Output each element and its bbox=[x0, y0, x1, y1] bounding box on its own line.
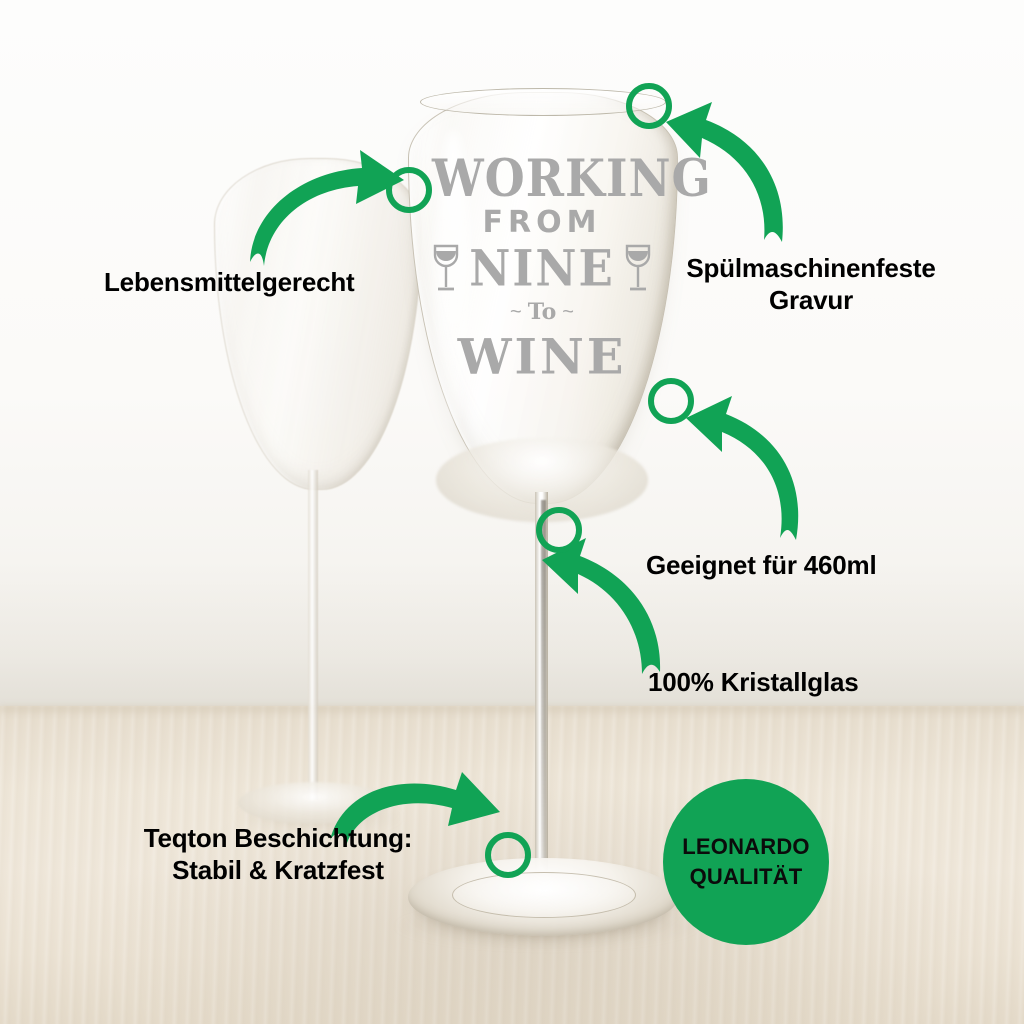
engraving-line-to: To bbox=[527, 299, 557, 325]
callout-spuelmaschinenfeste-gravur: Spülmaschinenfeste Gravur bbox=[686, 253, 936, 315]
circle-marker bbox=[386, 167, 432, 213]
curved-arrow bbox=[686, 396, 799, 540]
curved-arrow bbox=[542, 538, 661, 674]
callout-kristallglas: 100% Kristallglas bbox=[648, 667, 859, 697]
front-glass-highlight bbox=[436, 130, 470, 430]
curved-arrow bbox=[330, 772, 500, 846]
engraving-line-wine: WINE bbox=[457, 328, 627, 386]
engraving-to-row: ~ To ~ bbox=[432, 299, 652, 325]
front-glass-stem-shadow bbox=[541, 500, 546, 866]
engraving-squiggle-left: ~ bbox=[510, 301, 522, 323]
circle-marker bbox=[536, 507, 582, 553]
front-glass-foot-ring bbox=[452, 872, 636, 918]
curved-arrow bbox=[666, 102, 783, 242]
callout-geeignet-fuer-460ml: Geeignet für 460ml bbox=[646, 550, 877, 580]
curved-arrow bbox=[250, 150, 404, 266]
table-edge bbox=[0, 706, 1024, 716]
circle-marker bbox=[485, 832, 531, 878]
wine-glass-icon bbox=[433, 244, 459, 290]
engraving-line-nine: NINE bbox=[469, 239, 615, 298]
wine-glass-icon bbox=[625, 244, 651, 290]
back-glass-stem bbox=[308, 470, 318, 800]
badge-line-brand: LEONARDO bbox=[682, 834, 810, 859]
callout-lebensmittelgerecht: Lebensmittelgerecht bbox=[104, 267, 355, 297]
callout-teqton-beschichtung: Teqton Beschichtung: Stabil & Kratzfest bbox=[143, 823, 413, 885]
engraving-nine-row: NINE bbox=[432, 239, 652, 298]
engraving-squiggle-right: ~ bbox=[562, 301, 574, 323]
circle-marker bbox=[648, 378, 694, 424]
front-glass-rim bbox=[420, 88, 666, 116]
badge-line-quality: QUALITÄT bbox=[689, 864, 803, 889]
circle-marker bbox=[626, 83, 672, 129]
engraving-line-from: FROM bbox=[482, 205, 602, 240]
wall-shadow bbox=[0, 560, 1024, 720]
quality-badge: LEONARDO QUALITÄT bbox=[663, 779, 829, 945]
